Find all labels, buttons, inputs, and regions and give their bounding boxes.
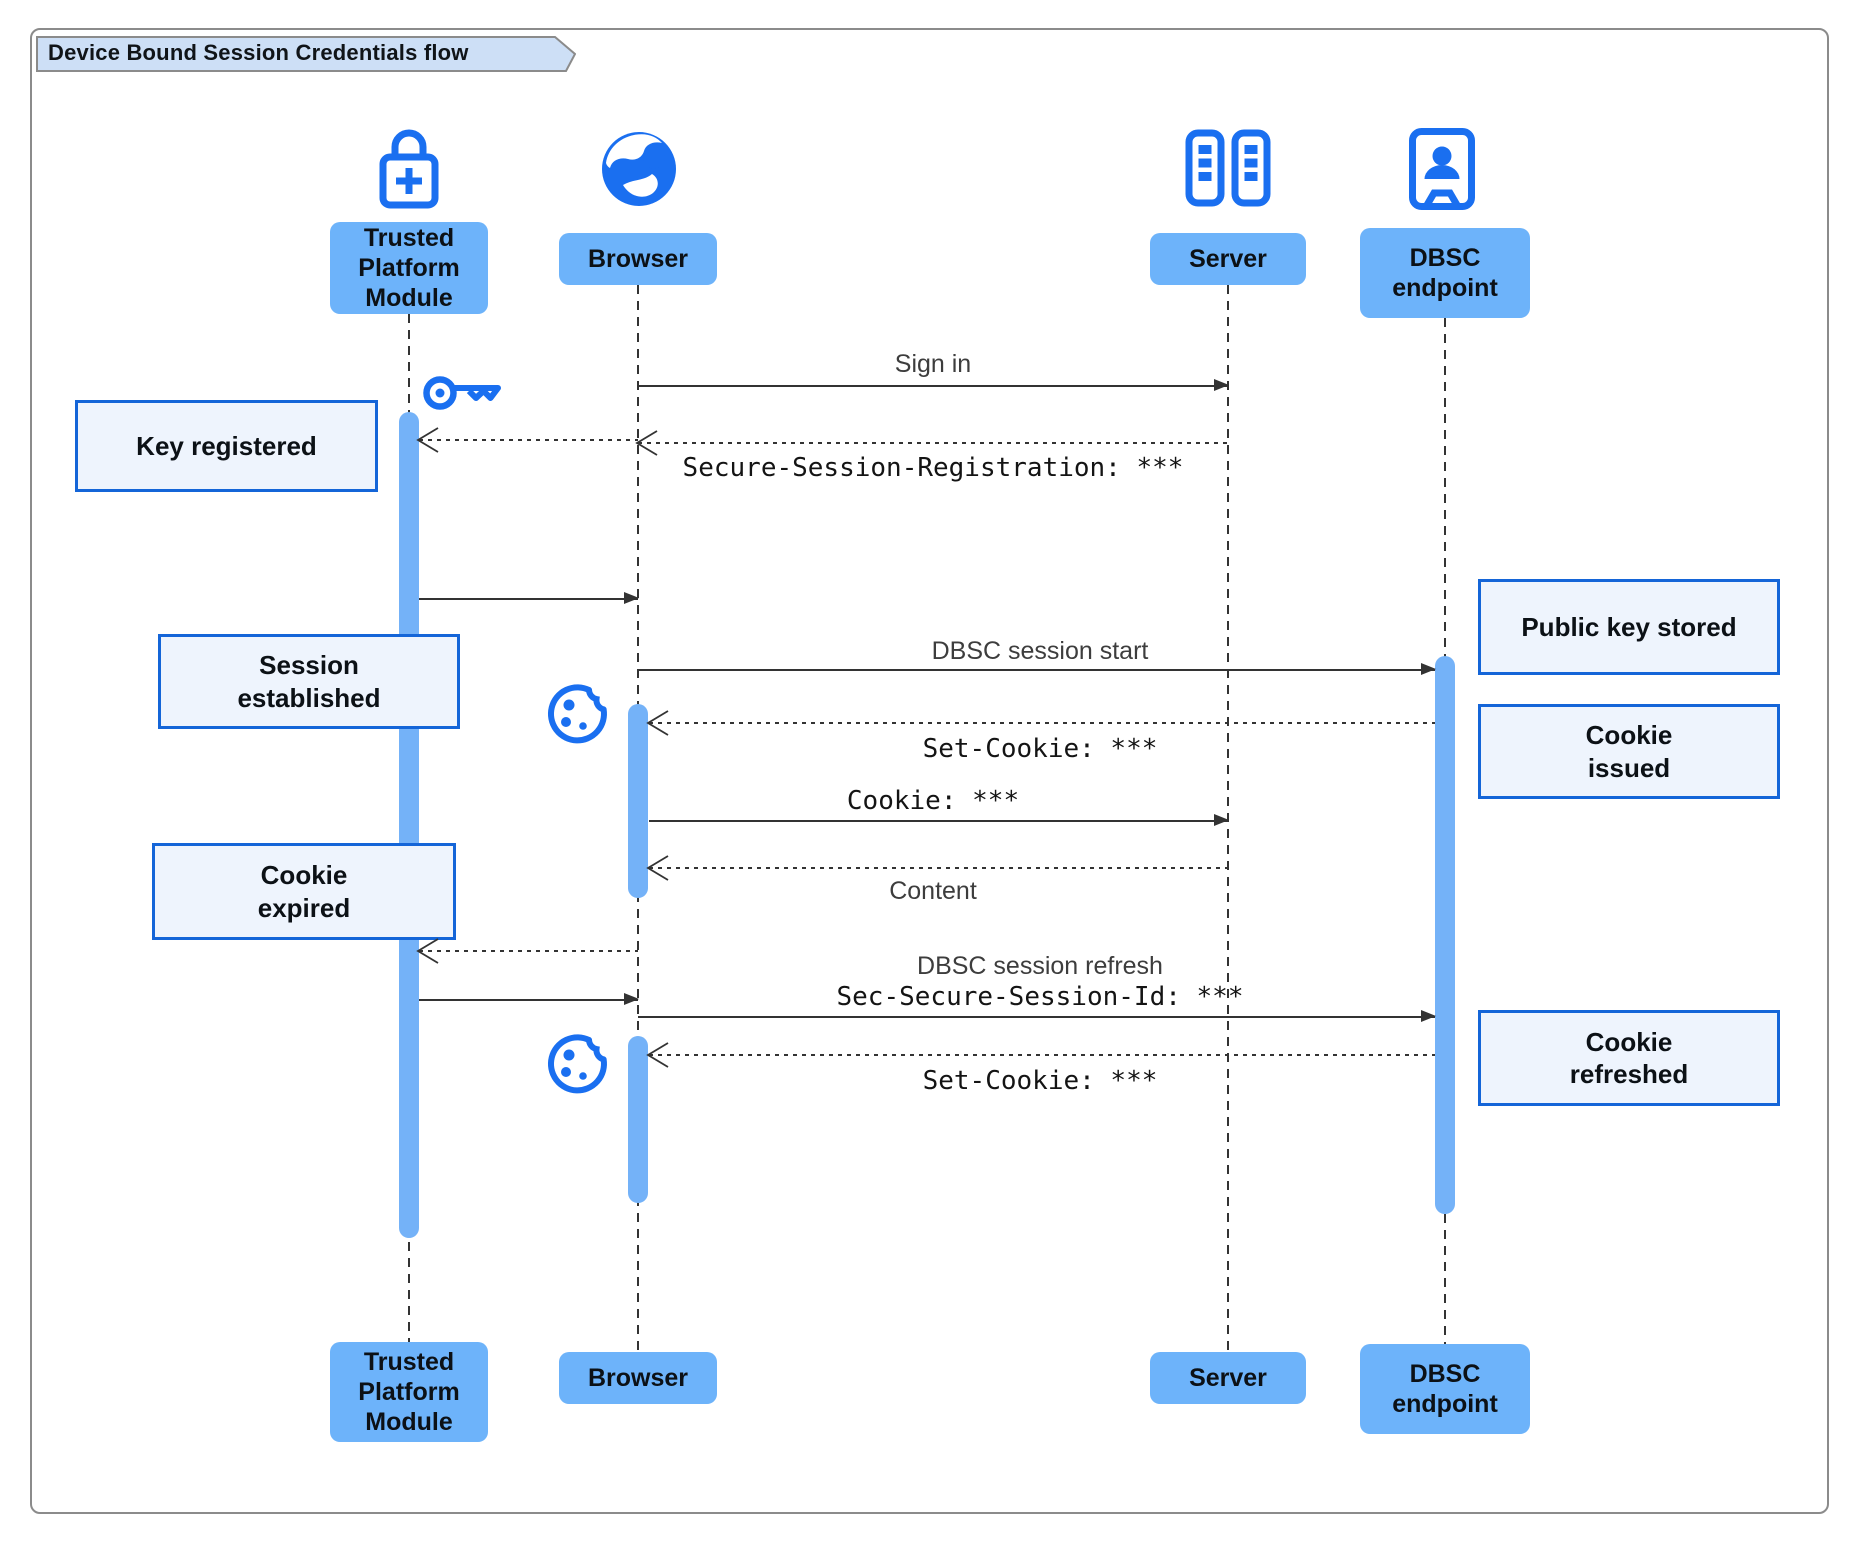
participant-dbsc-bottom: DBSC endpoint (1360, 1344, 1530, 1434)
note-key-registered: Key registered (75, 400, 378, 492)
note-session-established: Session established (158, 634, 460, 729)
participant-server-top: Server (1150, 233, 1306, 285)
label-sign-in: Sign in (894, 350, 972, 378)
diagram-title: Device Bound Session Credentials flow (48, 40, 469, 65)
title-tab (36, 36, 576, 72)
key-icon (423, 376, 501, 410)
note-cookie-expired: Cookie expired (152, 843, 456, 940)
activation-dbsc (1435, 656, 1455, 1214)
participant-browser-bottom: Browser (559, 1352, 717, 1404)
label-secure-session-registration: Secure-Session-Registration: *** (682, 453, 1184, 483)
label-set-cookie-1: Set-Cookie: *** (922, 734, 1158, 764)
participant-tpm-top: Trusted Platform Module (330, 222, 488, 314)
participant-dbsc-top: DBSC endpoint (1360, 228, 1530, 318)
label-dbsc-session-start: DBSC session start (931, 637, 1149, 665)
label-sec-secure-session-id: Sec-Secure-Session-Id: *** (836, 982, 1244, 1012)
lock-plus-icon (379, 129, 439, 209)
note-public-key-stored: Public key stored (1478, 579, 1780, 675)
participant-tpm-bottom: Trusted Platform Module (330, 1342, 488, 1442)
cookie-bite-icon (548, 1034, 607, 1094)
label-dbsc-session-refresh: DBSC session refresh (917, 952, 1163, 980)
participant-browser-top: Browser (559, 233, 717, 285)
cookie-bite-icon (548, 684, 607, 744)
server-racks-icon (1185, 129, 1271, 207)
globe-icon (602, 132, 676, 206)
label-set-cookie-2: Set-Cookie: *** (922, 1066, 1158, 1096)
person-door-icon (1409, 128, 1475, 210)
note-cookie-issued: Cookie issued (1478, 704, 1780, 799)
activation-browser-1 (628, 704, 648, 898)
participant-server-bottom: Server (1150, 1352, 1306, 1404)
activation-tpm (399, 412, 419, 1238)
activation-browser-2 (628, 1036, 648, 1203)
label-content: Content (889, 877, 977, 905)
label-cookie: Cookie: *** (846, 786, 1020, 816)
note-cookie-refreshed: Cookie refreshed (1478, 1010, 1780, 1106)
